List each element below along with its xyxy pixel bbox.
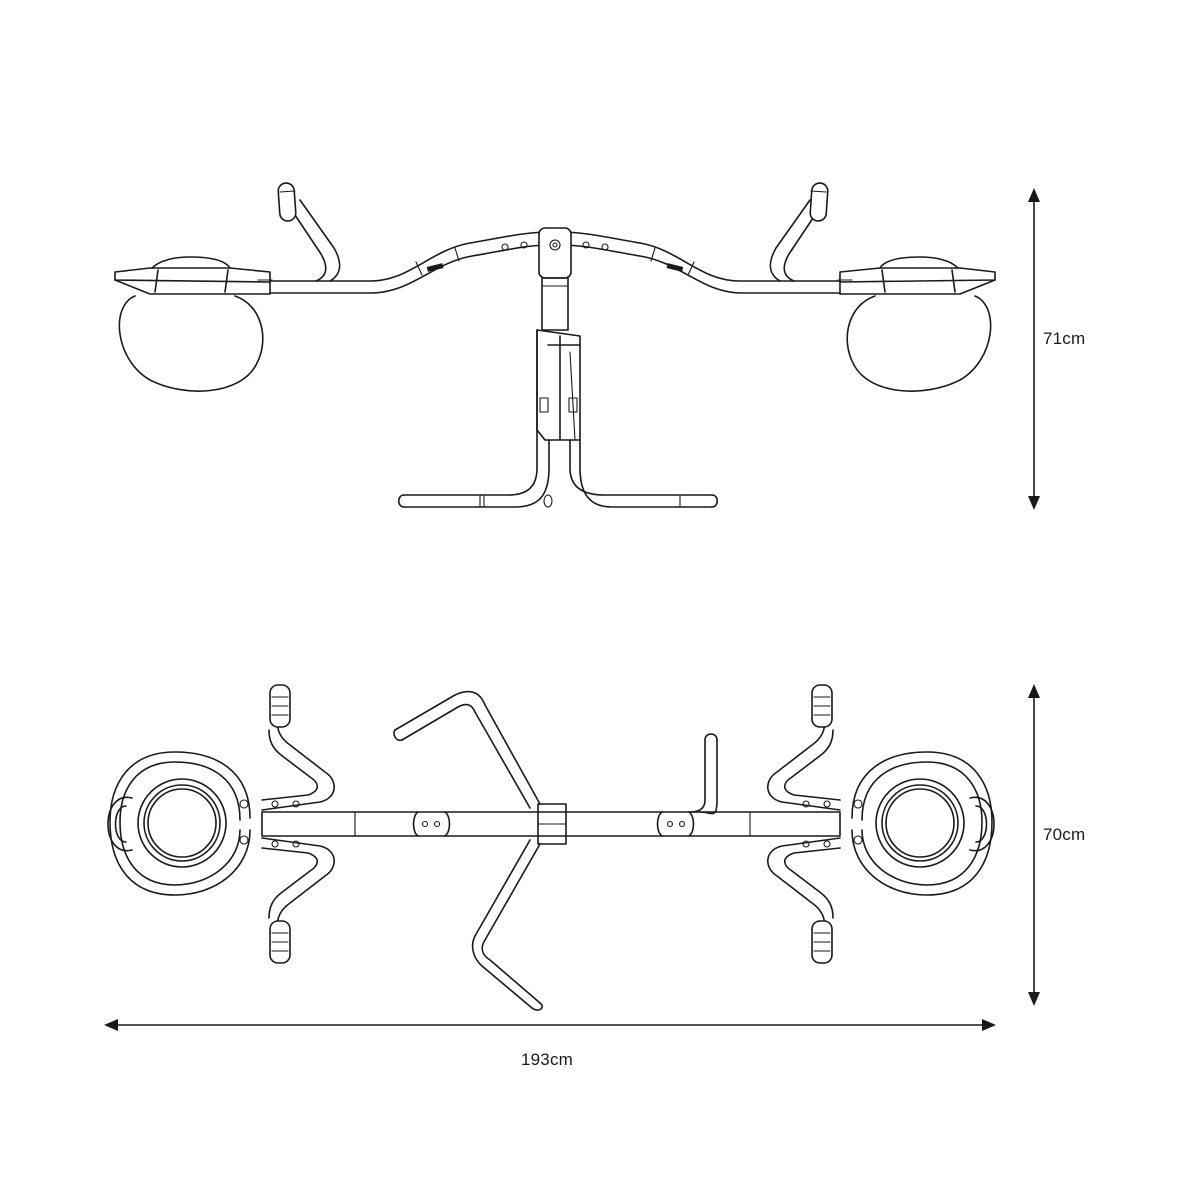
side-handle-left: [277, 182, 341, 282]
side-pivot: [536, 227, 581, 441]
dimension-length-193: [104, 1019, 996, 1031]
top-handles-left: [261, 684, 335, 964]
top-beam: [261, 803, 841, 845]
top-base-legs: [393, 690, 718, 1011]
side-base: [397, 439, 719, 508]
dimension-depth-70: [1028, 684, 1040, 1006]
top-seat-left: [107, 751, 251, 896]
side-handle-right: [769, 182, 829, 282]
length-dimension-label: 193cm: [521, 1050, 574, 1069]
depth-dimension-label: 70cm: [1043, 825, 1086, 844]
side-seat-right: [837, 256, 996, 392]
side-seat-left: [114, 256, 273, 392]
side-beam: [269, 231, 841, 294]
dimension-height-71: [1028, 188, 1040, 510]
height-dimension-label: 71cm: [1043, 329, 1086, 348]
top-view: [107, 684, 995, 1011]
top-handles-right: [767, 684, 841, 964]
side-view: [114, 182, 996, 508]
top-seat-right: [851, 751, 995, 896]
